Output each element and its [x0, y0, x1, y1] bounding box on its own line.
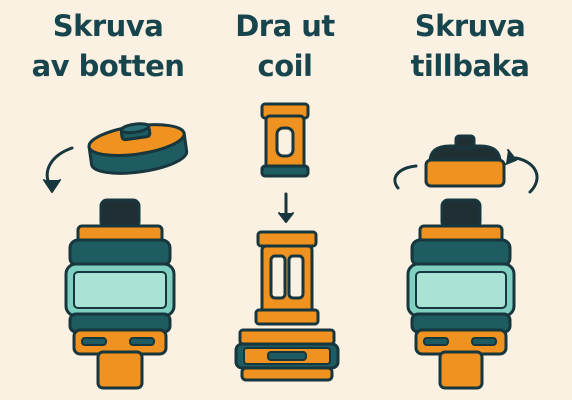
step-3-title-line-2: tillbaka: [410, 49, 530, 83]
step-3-title: Skruva tillbaka: [375, 6, 565, 86]
rotate-arrow-icon: [43, 146, 74, 193]
top-cap: [424, 134, 506, 188]
coil-head: [254, 230, 320, 326]
vape-tank-assembled: [406, 198, 516, 390]
step-2-title-line-1: Dra ut: [235, 9, 335, 43]
step-2-title-line-2: coil: [257, 49, 314, 83]
tank-base: [234, 328, 340, 382]
rotate-left-arrow-icon: [393, 164, 418, 190]
step-3-title-line-1: Skruva: [414, 9, 526, 43]
step-1-title: Skruva av botten: [18, 6, 198, 86]
step-3-illustration: [393, 134, 539, 390]
step-2-title: Dra ut coil: [195, 6, 375, 86]
down-arrow-icon: [278, 192, 294, 223]
step-2-illustration: [234, 102, 340, 382]
coil: [260, 102, 310, 178]
vape-tank: [64, 198, 176, 390]
step-1-illustration: [43, 122, 189, 390]
rotate-right-arrow-icon: [505, 149, 539, 194]
bottom-cap: [87, 122, 189, 175]
step-1-title-line-1: Skruva: [52, 9, 164, 43]
step-1-title-line-2: av botten: [31, 49, 185, 83]
